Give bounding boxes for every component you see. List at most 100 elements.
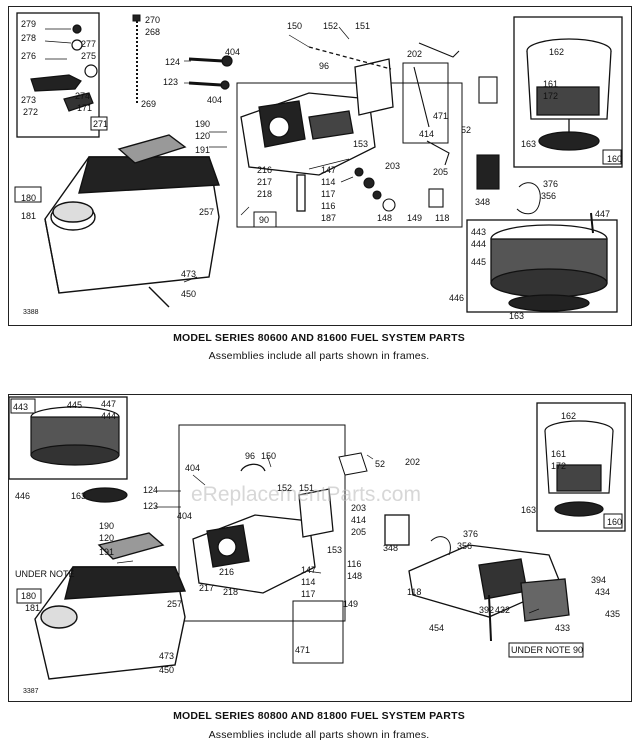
- callout-label-160: 160: [607, 517, 622, 527]
- leader-lines-lower: [116, 454, 540, 614]
- callout-label-216: 216: [257, 165, 272, 175]
- callout-label-161: 161: [543, 79, 558, 89]
- callout-label-414: 414: [419, 129, 434, 139]
- callout-label-444: 444: [471, 239, 486, 249]
- callout-label-116: 116: [347, 559, 361, 569]
- callout-label-272: 272: [23, 107, 38, 117]
- callout-label-279: 279: [21, 19, 36, 29]
- callout-label-162: 162: [549, 47, 564, 57]
- callout-label-273: 273: [21, 95, 36, 105]
- callout-label-123: 123: [143, 501, 158, 511]
- callout-label-52: 52: [375, 459, 385, 469]
- callout-label-443: 443: [471, 227, 486, 237]
- callout-label-90: 90: [259, 215, 269, 225]
- frame-label-box-180-lower: [16, 588, 42, 604]
- callout-label-376: 376: [463, 529, 478, 539]
- callout-label-187: 187: [321, 213, 336, 223]
- frame-label-box-160: [602, 149, 622, 165]
- frame-carburetor-lower: [178, 424, 346, 622]
- caption-title-lower: MODEL SERIES 80800 AND 81800 FUEL SYSTEM…: [173, 710, 465, 722]
- callout-label-180: 180: [21, 591, 36, 601]
- callout-label-190: 190: [195, 119, 210, 129]
- frame-160-lower: [536, 402, 626, 532]
- fuel-tank-drawing-lower: [34, 532, 187, 680]
- callout-label-118: 118: [407, 587, 421, 597]
- carburetor-drawing-lower: [192, 463, 334, 594]
- callout-label-160: 160: [607, 154, 622, 164]
- frame-label-box-160-lower: [603, 513, 623, 529]
- callout-label-52: 52: [461, 125, 471, 135]
- fuel-line-drawing-lower: [430, 536, 451, 556]
- governor-spring-drawing: [132, 14, 141, 103]
- callout-label-473: 473: [181, 269, 196, 279]
- callout-label-471: 471: [295, 645, 310, 655]
- callout-label-152: 152: [323, 21, 338, 31]
- air-cleaner-element-drawing-lower: [30, 406, 128, 503]
- frame-90: [236, 82, 463, 228]
- callout-label-117: 117: [321, 189, 335, 199]
- callout-label-271: 271: [93, 119, 108, 129]
- leader-lines-upper: [44, 26, 354, 283]
- callout-label-446: 446: [449, 293, 464, 303]
- callout-label-445: 445: [471, 257, 486, 267]
- callout-label-203: 203: [351, 503, 366, 513]
- callout-label-404: 404: [207, 95, 222, 105]
- callout-label-114: 114: [321, 177, 335, 187]
- callout-label-454: 454: [429, 623, 444, 633]
- callout-label-163: 163: [509, 311, 524, 321]
- callout-label-150: 150: [287, 21, 302, 31]
- callout-label-161: 161: [551, 449, 566, 459]
- callout-label-278: 278: [21, 33, 36, 43]
- callout-label-163: 163: [71, 491, 86, 501]
- callout-label-392: 392: [479, 605, 494, 615]
- caption-subtitle-lower: Assemblies include all parts shown in fr…: [208, 729, 430, 741]
- callout-label-433: 433: [555, 623, 570, 633]
- callout-label-257: 257: [199, 207, 214, 217]
- callout-label-under-note: UNDER NOTE: [15, 569, 75, 579]
- callout-label-205: 205: [351, 527, 366, 537]
- callout-label-217: 217: [257, 177, 272, 187]
- callout-label-268: 268: [145, 27, 160, 37]
- callout-label-348: 348: [475, 197, 490, 207]
- frame-471: [402, 62, 449, 144]
- callout-label-276: 276: [21, 51, 36, 61]
- callout-label-356: 356: [541, 191, 556, 201]
- callout-label-124: 124: [165, 57, 180, 67]
- frame-label-box-90: [253, 211, 277, 228]
- callout-label-471: 471: [433, 111, 448, 121]
- callout-label-216: 216: [219, 567, 234, 577]
- callout-label-171: 171: [77, 103, 92, 113]
- frame-label-box-180: [14, 186, 42, 203]
- callout-label-172: 172: [551, 461, 566, 471]
- callout-label-404: 404: [185, 463, 200, 473]
- callout-label-394: 394: [591, 575, 606, 585]
- callout-label-356: 356: [457, 541, 472, 551]
- callout-label-432: 432: [495, 605, 510, 615]
- carburetor-drawing: [240, 46, 394, 212]
- callout-label-348: 348: [383, 543, 398, 553]
- callout-label-96: 96: [319, 61, 329, 71]
- callout-label-180: 180: [21, 193, 36, 203]
- callout-label-447: 447: [101, 399, 116, 409]
- frame-label-box-under-note-90: [508, 642, 584, 658]
- callout-label-218: 218: [257, 189, 272, 199]
- callout-label-473: 473: [159, 651, 174, 661]
- air-cleaner-element-drawing: [490, 212, 608, 312]
- adjusting-needle-drawing: [188, 55, 233, 90]
- callout-label-269: 269: [141, 99, 156, 109]
- caption-title-upper: MODEL SERIES 80600 AND 81600 FUEL SYSTEM…: [173, 332, 465, 344]
- callout-label-120: 120: [99, 533, 114, 543]
- small-parts-drawing: [354, 42, 500, 212]
- callout-label-151: 151: [355, 21, 370, 31]
- callout-label-190: 190: [99, 521, 114, 531]
- callout-label-114: 114: [301, 577, 315, 587]
- callout-label-414: 414: [351, 515, 366, 525]
- callout-label-275: 275: [81, 51, 96, 61]
- callout-label-257: 257: [167, 599, 182, 609]
- callout-label-218: 218: [223, 587, 238, 597]
- callout-label-120: 120: [195, 131, 210, 141]
- drawing-number-lower: 3387: [23, 688, 39, 695]
- callout-label-152: 152: [277, 483, 292, 493]
- callout-label-149: 149: [343, 599, 358, 609]
